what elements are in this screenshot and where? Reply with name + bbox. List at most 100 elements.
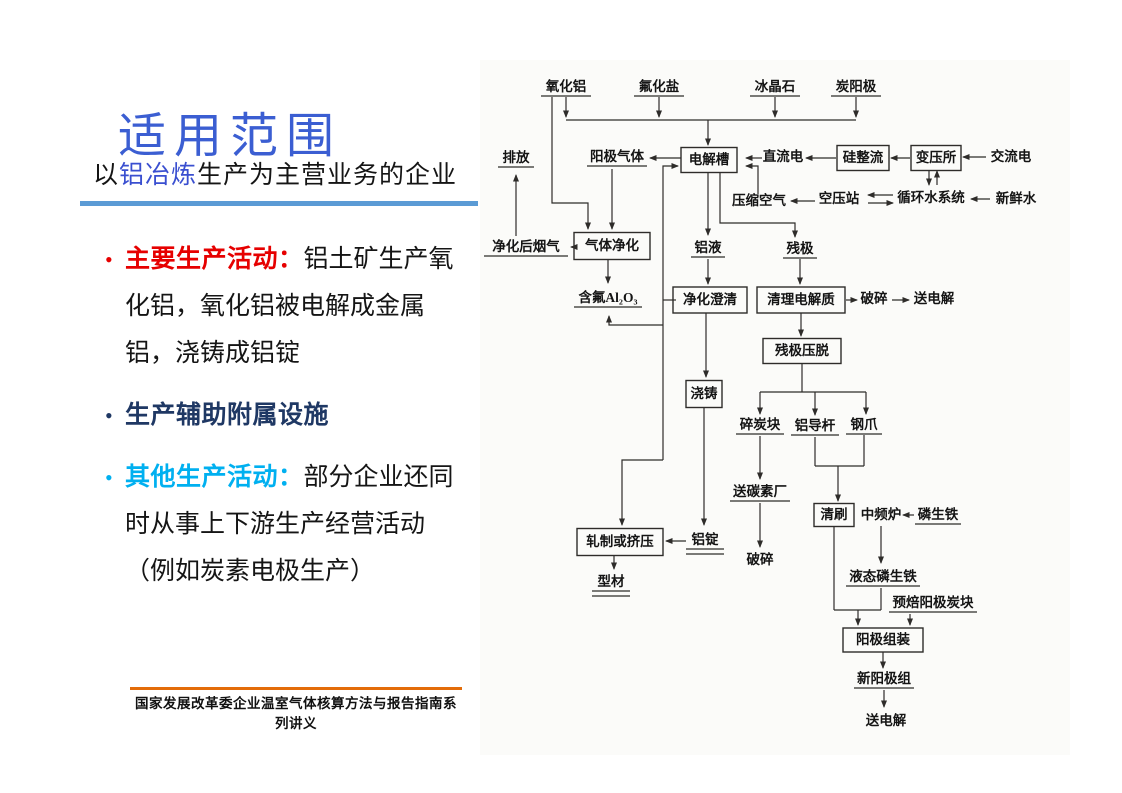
bullet-heading: 生产辅助附属设施: [125, 402, 330, 429]
svg-text:空压站: 空压站: [819, 190, 860, 206]
node-fresh-water: 新鲜水: [996, 190, 1037, 206]
svg-text:预焙阳极炭块: 预焙阳极炭块: [893, 594, 974, 610]
bullet-heading: 主要生产活动：: [125, 246, 304, 273]
node-rolling-or-extrusion: 轧制或挤压: [576, 527, 664, 557]
node-purification-clarification: 净化澄清: [672, 286, 748, 314]
node-circulating-water-system: 循环水系统: [897, 189, 965, 205]
svg-text:中频炉: 中频炉: [861, 506, 902, 522]
svg-text:压缩空气: 压缩空气: [732, 192, 786, 208]
bullet-main-production: • 主要生产活动：铝土矿生产氧化铝，氧化铝被电解成金属铝，浇铸成铝锭: [103, 236, 465, 377]
title-underline-rule: [80, 201, 478, 206]
flow-edge: [606, 315, 663, 326]
node-cryolite: 冰晶石: [750, 78, 800, 97]
svg-text:液态磷生铁: 液态磷生铁: [849, 568, 917, 584]
svg-text:氟化盐: 氟化盐: [639, 78, 680, 94]
node-crushing-2: 破碎: [747, 551, 775, 567]
svg-text:轧制或挤压: 轧制或挤压: [586, 533, 654, 549]
svg-text:循环水系统: 循环水系统: [897, 189, 965, 205]
svg-text:含氟Al₂O₃: 含氟Al₂O₃: [578, 289, 637, 305]
node-aluminum-ingot: 铝锭: [686, 531, 724, 555]
subtitle: 以铝冶炼生产为主营业务的企业: [93, 155, 457, 191]
subtitle-highlight: 铝冶炼: [119, 162, 198, 189]
node-air-compressor-station: 空压站: [819, 190, 860, 206]
node-casting: 浇铸: [685, 379, 723, 409]
node-alumina: 氧化铝: [541, 78, 591, 97]
svg-text:电解槽: 电解槽: [689, 151, 730, 167]
svg-text:排放: 排放: [503, 149, 531, 165]
flow-edge: [745, 163, 759, 194]
node-electrolysis-cell: 电解槽: [680, 146, 738, 174]
node-broken-carbon-blocks: 碎炭块: [736, 416, 784, 435]
process-flowchart: 氧化铝 氟化盐 冰晶石 炭阳极排放 阳极气体 电解槽 直流电 硅整流 变压所 交流电压缩空气 空压站…: [480, 60, 1070, 755]
svg-text:送电解: 送电解: [913, 290, 955, 306]
node-prebaked-anode-carbon-block: 预焙阳极炭块: [889, 594, 977, 613]
node-fluoride-salt: 氟化盐: [634, 78, 684, 97]
svg-text:硅整流: 硅整流: [843, 149, 884, 165]
flow-edge: [662, 163, 679, 460]
node-electrolyte-cleaning: 清理电解质: [756, 286, 846, 314]
svg-text:送碳素厂: 送碳素厂: [732, 483, 787, 499]
svg-text:清理电解质: 清理电解质: [767, 291, 835, 307]
svg-text:破碎: 破碎: [747, 551, 775, 567]
svg-text:清刷: 清刷: [821, 506, 848, 522]
svg-text:铝锭: 铝锭: [692, 531, 720, 547]
node-phosphorus-pig-iron: 磷生铁: [915, 506, 961, 525]
flow-edge: [619, 459, 663, 526]
node-anode-assembly: 阳极组装: [842, 627, 924, 653]
svg-text:直流电: 直流电: [763, 148, 804, 164]
bullet-heading: 其他生产活动：: [125, 464, 304, 491]
bullet-marker: •: [105, 465, 113, 490]
svg-text:炭阳极: 炭阳极: [836, 78, 877, 94]
node-to-carbon-plant: 送碳素厂: [730, 483, 790, 502]
node-fluorine-alumina: 含氟Al₂O₃: [574, 289, 642, 308]
svg-text:净化后烟气: 净化后烟气: [492, 238, 560, 254]
node-silicon-rectifier: 硅整流: [836, 144, 890, 172]
svg-text:净化澄清: 净化澄清: [683, 291, 737, 307]
svg-text:阳极气体: 阳极气体: [590, 148, 644, 164]
svg-text:气体净化: 气体净化: [584, 237, 639, 253]
bullet-body: 部分企业还同时从事上下游生产经营活动（例如炭素电极生产）: [125, 464, 454, 585]
node-compressed-air: 压缩空气: [732, 192, 786, 208]
node-ac-power: 交流电: [991, 148, 1032, 164]
svg-text:新鲜水: 新鲜水: [996, 190, 1037, 206]
node-carbon-anode: 炭阳极: [831, 78, 881, 97]
svg-text:铝液: 铝液: [695, 239, 723, 255]
node-crushing-1: 破碎: [861, 290, 889, 306]
node-emission: 排放: [498, 149, 534, 168]
svg-text:型材: 型材: [598, 573, 626, 589]
node-residual-anode-pressing: 残极压脱: [762, 337, 842, 365]
subtitle-suffix: 生产为主营业务的企业: [197, 162, 458, 189]
svg-text:残极: 残极: [787, 240, 815, 256]
bullet-auxiliary-facilities: • 生产辅助附属设施: [103, 392, 465, 439]
node-cleaning-brush: 清刷: [813, 502, 855, 528]
node-purified-flue-gas: 净化后烟气: [484, 238, 568, 257]
node-to-electrolysis-1: 送电解: [913, 290, 955, 306]
svg-text:新阳极组: 新阳极组: [857, 670, 911, 686]
node-steel-claw: 钢爪: [846, 416, 882, 435]
svg-text:钢爪: 钢爪: [851, 416, 879, 432]
footer-note: 国家发展改革委企业温室气体核算方法与报告指南系列讲义: [130, 687, 462, 732]
node-medium-frequency-furnace: 中频炉: [861, 506, 902, 522]
svg-text:冰晶石: 冰晶石: [755, 78, 796, 94]
svg-text:交流电: 交流电: [991, 148, 1032, 164]
bullet-list: • 主要生产活动：铝土矿生产氧化铝，氧化铝被电解成金属铝，浇铸成铝锭 • 生产辅助附…: [103, 236, 465, 610]
node-transformer-station: 变压所: [910, 144, 962, 172]
svg-text:残极压脱: 残极压脱: [775, 342, 829, 358]
node-residual-anode: 残极: [783, 240, 817, 259]
svg-text:送电解: 送电解: [865, 712, 907, 728]
bullet-marker: •: [105, 247, 113, 272]
node-dc-power: 直流电: [763, 148, 804, 164]
node-to-electrolysis-2: 送电解: [865, 712, 907, 728]
svg-text:阳极组装: 阳极组装: [856, 631, 910, 647]
page-title: 适用范围: [118, 110, 343, 164]
subtitle-prefix: 以: [93, 162, 120, 189]
svg-text:变压所: 变压所: [916, 149, 957, 165]
bullet-other-activities: • 其他生产活动：部分企业还同时从事上下游生产经营活动（例如炭素电极生产）: [103, 454, 465, 595]
svg-text:破碎: 破碎: [861, 290, 889, 306]
svg-text:碎炭块: 碎炭块: [740, 416, 781, 432]
bullet-body: 铝土矿生产氧化铝，氧化铝被电解成金属铝，浇铸成铝锭: [125, 246, 454, 367]
bullet-marker: •: [105, 403, 113, 428]
node-anode-gas: 阳极气体: [587, 148, 647, 167]
node-new-anode-group: 新阳极组: [854, 670, 914, 689]
